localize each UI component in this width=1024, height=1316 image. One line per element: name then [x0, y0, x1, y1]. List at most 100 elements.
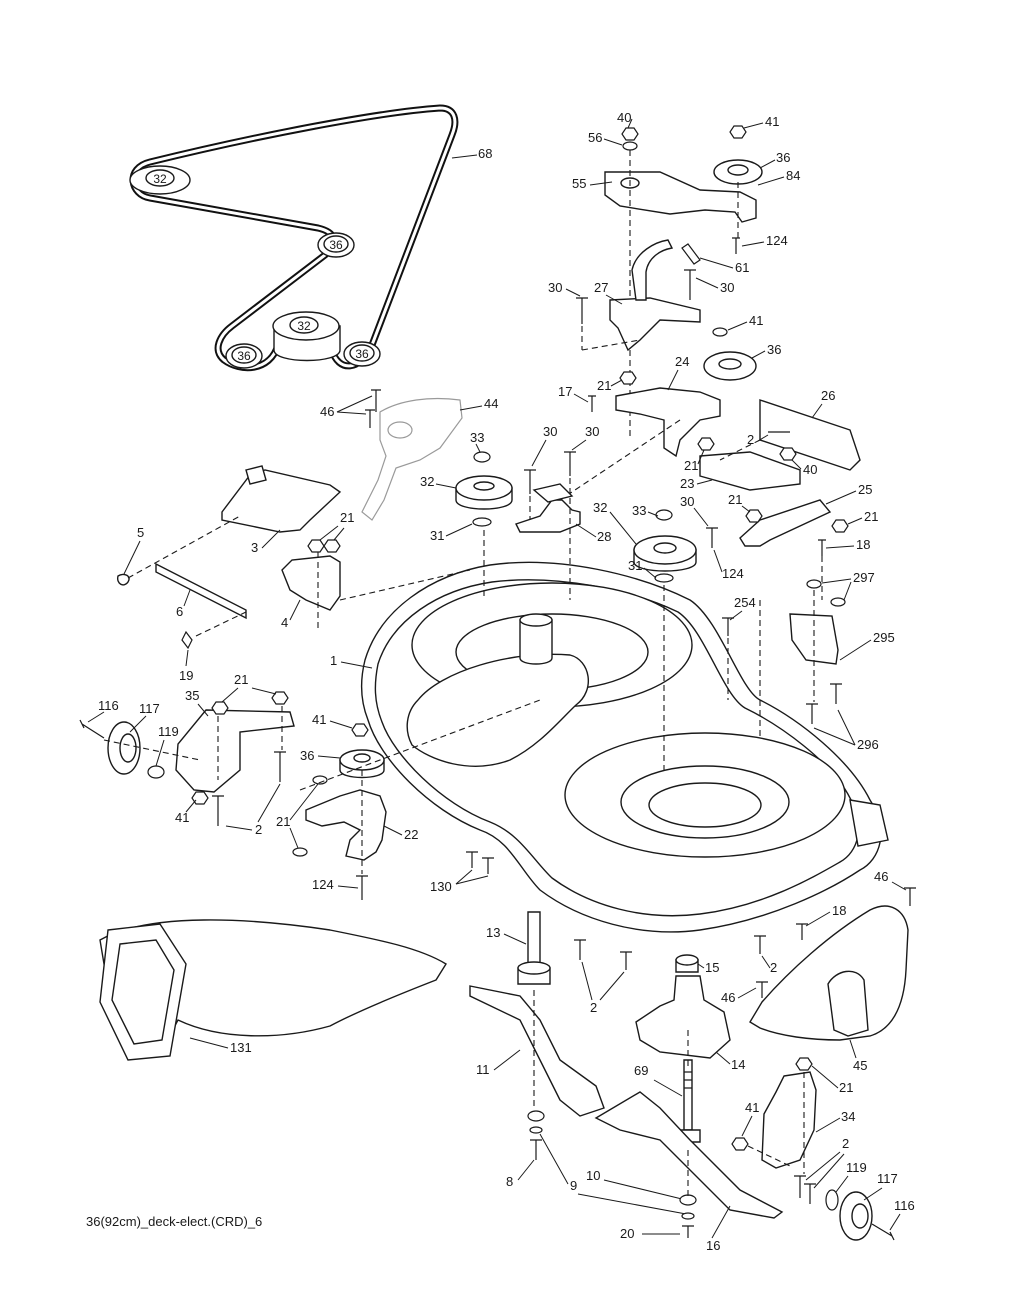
callout-35: 35 — [185, 688, 199, 703]
callout-5: 5 — [137, 525, 144, 540]
callout-41: 41 — [745, 1100, 759, 1115]
callout-4: 4 — [281, 615, 288, 630]
callout-18: 18 — [832, 903, 846, 918]
callout-19: 19 — [179, 668, 193, 683]
callout-117: 117 — [877, 1171, 898, 1186]
callout-21: 21 — [728, 492, 742, 507]
callout-131: 131 — [230, 1040, 252, 1055]
callout-22: 22 — [404, 827, 418, 842]
callout-119: 119 — [846, 1160, 867, 1175]
callout-295: 295 — [873, 630, 895, 645]
callout-30: 30 — [720, 280, 734, 295]
callout-40: 40 — [803, 462, 817, 477]
belt-pulley-32-top: 32 — [129, 165, 191, 195]
callout-26: 26 — [821, 388, 835, 403]
idler-bracket-27: 30 27 30 41 36 — [548, 239, 781, 381]
discharge-chute-131: 131 — [99, 919, 447, 1061]
callout-61: 61 — [735, 260, 749, 275]
callout-21: 21 — [839, 1080, 853, 1095]
right-gauge-wheel: 21 41 34 2 119 117 116 — [731, 1057, 915, 1241]
callout-2: 2 — [842, 1136, 849, 1151]
callout-41: 41 — [312, 712, 326, 727]
idler-bracket-24: 17 21 24 26 2 21 40 23 25 21 21 18 — [558, 354, 878, 600]
spindle-pulley-left: 33 32 31 — [420, 430, 513, 600]
callout-20: 20 — [620, 1226, 634, 1241]
callout-14: 14 — [731, 1057, 745, 1072]
callout-23: 23 — [680, 476, 694, 491]
deflector-mount-parts: 297 254 295 296 — [722, 570, 895, 752]
callout-41: 41 — [749, 313, 763, 328]
callout-116: 116 — [894, 1198, 915, 1213]
diagram-caption: 36(92cm)_deck-elect.(CRD)_6 — [86, 1214, 263, 1229]
callout-9: 9 — [570, 1178, 577, 1193]
callout-17: 17 — [558, 384, 572, 399]
callout-31: 31 — [430, 528, 444, 543]
callout-2: 2 — [747, 432, 754, 447]
bracket-28: 30 30 28 — [515, 424, 611, 600]
left-spindle-blade: 13 11 2 8 9 10 — [469, 911, 687, 1215]
belt-pulley-32-center: 32 — [272, 311, 341, 362]
callout-27: 27 — [594, 280, 608, 295]
callout-130: 130 — [430, 879, 452, 894]
callout-30: 30 — [680, 494, 694, 509]
callout-56: 56 — [588, 130, 602, 145]
callout-41: 41 — [765, 114, 779, 129]
belt-pulley-36-middle: 36 — [317, 232, 355, 258]
callout-21: 21 — [864, 509, 878, 524]
callout-84: 84 — [786, 168, 800, 183]
callout-21: 21 — [340, 510, 354, 525]
front-idler-bracket-22: 41 36 21 22 124 — [276, 699, 541, 900]
callout-124: 124 — [312, 877, 334, 892]
callout-30: 30 — [543, 424, 557, 439]
belt-routing-diagram: 32 36 32 36 36 — [129, 104, 459, 372]
callout-116: 116 — [98, 698, 119, 713]
callout-24: 24 — [675, 354, 689, 369]
callout-2: 2 — [590, 1000, 597, 1015]
callout-8: 8 — [506, 1174, 513, 1189]
callout-21: 21 — [597, 378, 611, 393]
callout-124: 124 — [722, 566, 744, 581]
callout-296: 296 — [857, 737, 879, 752]
callout-32: 32 — [420, 474, 434, 489]
callout-55: 55 — [572, 176, 586, 191]
callout-46: 46 — [721, 990, 735, 1005]
callout-36: 36 — [776, 150, 790, 165]
pulley-cover-44: 46 44 68 — [320, 146, 498, 521]
callout-33: 33 — [632, 503, 646, 518]
bolts-130: 130 — [430, 851, 494, 894]
callout-2: 2 — [770, 960, 777, 975]
callout-32: 32 — [593, 500, 607, 515]
callout-44: 44 — [484, 396, 498, 411]
callout-36: 36 — [300, 748, 314, 763]
callout-2: 2 — [255, 822, 262, 837]
callout-117: 117 — [139, 701, 160, 716]
callout-13: 13 — [486, 925, 500, 940]
callout-45: 45 — [853, 1058, 867, 1073]
mower-deck-housing: 1 — [330, 561, 889, 933]
center-spindle-blade: 15 2 18 14 69 20 16 — [594, 903, 846, 1253]
pulley-label: 36 — [355, 347, 369, 361]
callout-36: 36 — [767, 342, 781, 357]
callout-119: 119 — [158, 724, 179, 739]
callout-297: 297 — [853, 570, 875, 585]
callout-33: 33 — [470, 430, 484, 445]
callout-69: 69 — [634, 1063, 648, 1078]
idler-arm-assembly: 40 41 56 36 84 55 124 61 — [572, 110, 800, 440]
callout-68: 68 — [478, 146, 492, 161]
pulley-label: 32 — [297, 319, 311, 333]
pulley-label: 32 — [153, 172, 167, 186]
callout-18: 18 — [856, 537, 870, 552]
callout-21: 21 — [684, 458, 698, 473]
belt-pulley-36-left: 36 — [225, 343, 263, 369]
lift-linkage-parts: 5 3 21 6 4 19 — [116, 465, 471, 683]
callout-25: 25 — [858, 482, 872, 497]
callout-40: 40 — [617, 110, 631, 125]
callout-6: 6 — [176, 604, 183, 619]
callout-1: 1 — [330, 653, 337, 668]
callout-41: 41 — [175, 810, 189, 825]
belt-cover-45: 46 46 45 — [721, 869, 916, 1073]
pulley-label: 36 — [329, 238, 343, 252]
spindle-pulley-right: 33 30 32 124 31 — [593, 494, 744, 770]
callout-21: 21 — [276, 814, 290, 829]
